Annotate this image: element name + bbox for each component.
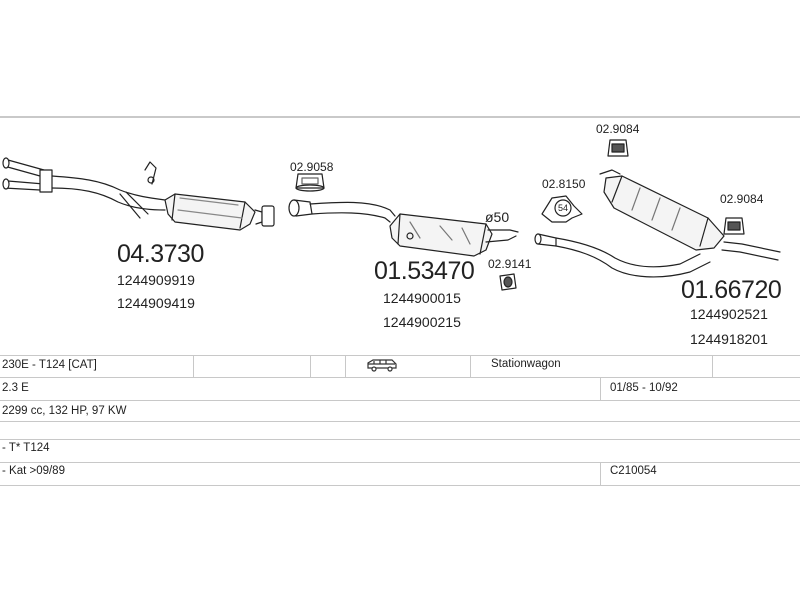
catalogue-code: C210054 <box>610 465 657 477</box>
rubber-top-number[interactable]: 02.9084 <box>596 122 640 136</box>
rear-silencer-oe-2: 1244918201 <box>690 331 768 347</box>
vehicle-model: 230E - T124 [CAT] <box>2 359 97 371</box>
front-pipe-oe-1: 1244909919 <box>117 272 195 288</box>
engine: 2.3 E <box>2 382 29 394</box>
front-pipe-oe-2: 1244909419 <box>117 295 195 311</box>
table-row <box>0 377 800 378</box>
hanger-number[interactable]: 02.9141 <box>488 257 532 271</box>
chassis-code: - T* T124 <box>2 442 50 454</box>
middle-silencer-number[interactable]: 01.53470 <box>374 257 475 285</box>
engine-specs: 2299 cc, 132 HP, 97 KW <box>2 405 127 417</box>
catalyst-note: - Kat >09/89 <box>2 465 65 477</box>
rubber-top-drawing <box>607 139 629 157</box>
rubber-right-number[interactable]: 02.9084 <box>720 192 764 206</box>
pipe-diameter-label: ø50 <box>485 209 510 225</box>
table-row <box>0 421 800 422</box>
middle-silencer-oe-1: 1244900015 <box>383 290 461 306</box>
clamp-number[interactable]: 02.9058 <box>290 160 334 174</box>
front-pipe-drawing <box>2 157 275 231</box>
middle-silencer-oe-2: 1244900215 <box>383 314 461 330</box>
rear-silencer-drawing <box>534 169 781 278</box>
front-pipe-number[interactable]: 04.3730 <box>117 240 204 268</box>
table-row <box>0 355 800 356</box>
ring-number[interactable]: 02.8150 <box>542 177 586 191</box>
middle-silencer-drawing <box>288 199 519 257</box>
car-van-icon <box>366 357 398 376</box>
production-years: 01/85 - 10/92 <box>610 382 678 394</box>
rear-silencer-oe-1: 1244902521 <box>690 306 768 322</box>
body-type: Stationwagon <box>491 358 561 370</box>
table-bottom-border <box>0 485 800 486</box>
table-row <box>0 462 800 463</box>
rubber-right-drawing <box>723 217 745 235</box>
hanger-drawing <box>499 273 517 291</box>
rear-silencer-number[interactable]: 01.66720 <box>681 276 782 304</box>
table-row <box>0 439 800 440</box>
ring-size: 54 <box>558 203 569 213</box>
ring-drawing <box>541 195 583 223</box>
diagram-top-border <box>0 116 800 118</box>
clamp-drawing <box>295 173 325 192</box>
exhaust-system-diagram <box>2 139 781 291</box>
table-row <box>0 400 800 401</box>
